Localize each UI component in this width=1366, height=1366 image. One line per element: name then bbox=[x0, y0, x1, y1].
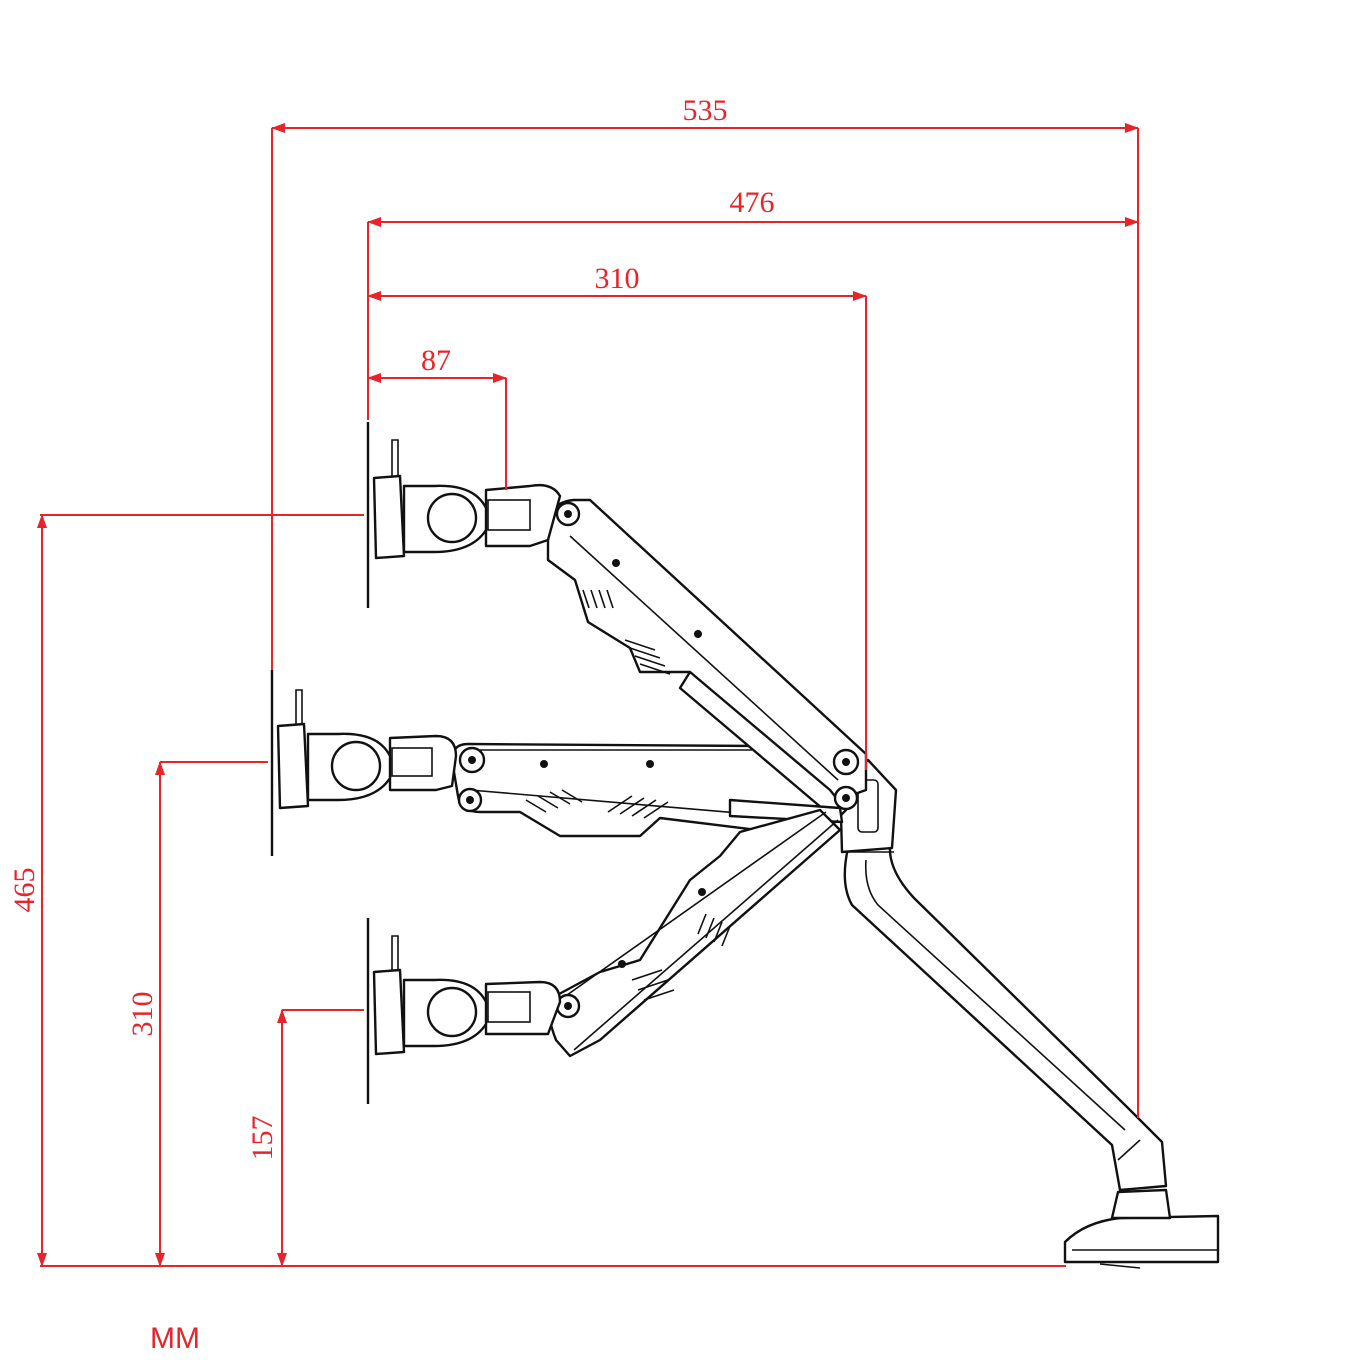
upper-arm-raised bbox=[484, 483, 868, 802]
dim-label-310-vertical: 310 bbox=[126, 992, 159, 1037]
dimension-lines bbox=[37, 123, 1139, 1267]
upper-arm-level bbox=[388, 734, 822, 838]
dim-label-465: 465 bbox=[8, 868, 41, 913]
vesa-head-middle bbox=[270, 670, 392, 856]
upper-arm-lowered bbox=[484, 808, 842, 1058]
unit-label: MM bbox=[150, 1322, 200, 1355]
dim-label-87: 87 bbox=[421, 344, 451, 377]
dimension-labels: 535 476 310 87 465 310 157 MM bbox=[8, 94, 775, 1355]
desk-clamp-base bbox=[1063, 1188, 1220, 1269]
vesa-head-top bbox=[366, 422, 488, 608]
dim-label-535: 535 bbox=[683, 94, 728, 127]
dim-label-476: 476 bbox=[730, 186, 775, 219]
vesa-head-bottom bbox=[366, 918, 488, 1104]
monitor-arm-drawing bbox=[270, 422, 1220, 1269]
dim-label-310-horizontal: 310 bbox=[595, 262, 640, 295]
dim-label-157: 157 bbox=[246, 1116, 279, 1161]
base-arm bbox=[843, 843, 1168, 1192]
